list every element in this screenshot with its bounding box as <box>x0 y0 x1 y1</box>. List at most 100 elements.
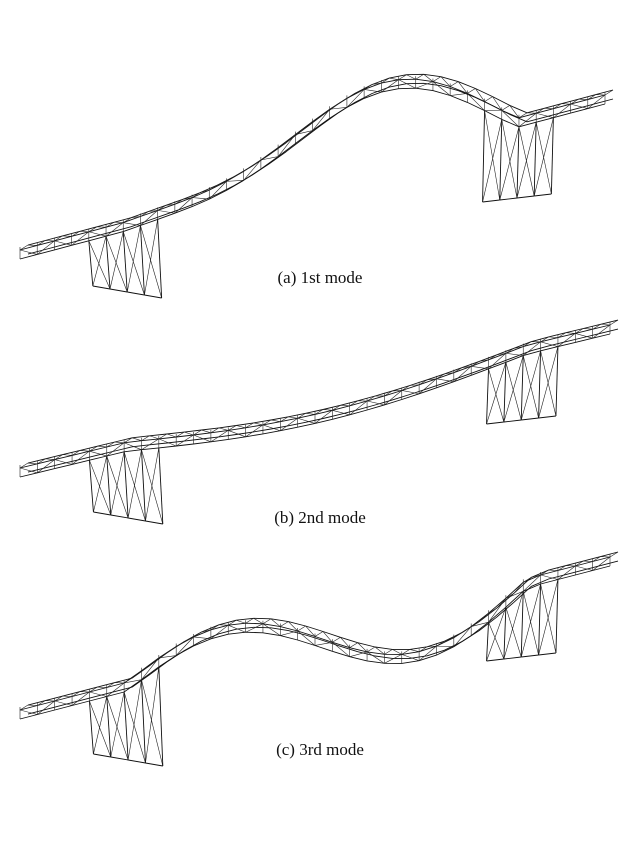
truss-diagonal <box>71 450 90 465</box>
truss-cross-member <box>123 437 133 444</box>
pier-column <box>141 449 146 522</box>
truss-top-bracing <box>478 613 489 622</box>
truss-top-bracing <box>440 76 451 87</box>
truss-diagonal <box>536 112 554 118</box>
truss-top-bracing <box>392 649 402 655</box>
truss-top-bracing <box>97 445 107 448</box>
truss-diagonal <box>471 621 489 627</box>
pier-brace <box>122 231 145 296</box>
truss-diagonal <box>280 417 298 431</box>
pier-base <box>521 417 539 421</box>
truss-cross-member <box>401 649 410 655</box>
pier-base <box>521 654 539 658</box>
truss-top-bracing <box>427 378 437 381</box>
truss-diagonal <box>540 341 559 347</box>
pier-column <box>499 119 503 201</box>
truss-top-bracing <box>322 409 333 411</box>
truss-wireframe <box>19 551 619 720</box>
truss-diagonal <box>349 651 368 657</box>
truss-top-bracing <box>218 427 229 431</box>
pier-2 <box>482 110 554 203</box>
pier-column <box>158 447 164 525</box>
pier-base <box>144 294 162 299</box>
pier-brace <box>123 691 146 764</box>
truss-cross-member <box>54 454 63 460</box>
truss-top-bracing <box>288 621 298 632</box>
truss-cross-member <box>471 361 480 367</box>
truss-top-bracing <box>45 458 55 460</box>
truss-top-bracing <box>565 332 576 334</box>
truss-cross-member <box>484 96 493 102</box>
truss-diagonal <box>54 240 72 246</box>
truss-cross-member <box>570 98 579 105</box>
truss-cross-member <box>71 691 81 697</box>
pier-column <box>533 122 537 197</box>
truss-cross-member <box>105 222 115 228</box>
truss-cross-member <box>193 631 202 638</box>
truss-cross-member <box>228 425 237 431</box>
truss-top-bracing <box>583 328 593 330</box>
truss-diagonal <box>175 636 194 656</box>
pier-base <box>110 514 129 519</box>
pier-base <box>486 421 504 425</box>
truss-top-bracing <box>201 629 211 633</box>
truss-diagonal <box>453 626 472 647</box>
truss-top-bracing <box>479 359 489 362</box>
truss-diagonal <box>277 134 296 157</box>
truss-cross-member <box>295 129 304 135</box>
truss-cross-member <box>536 108 545 114</box>
truss-diagonal <box>505 591 524 599</box>
truss-diagonal <box>193 636 211 640</box>
pier-brace <box>538 346 559 419</box>
truss-diagonal <box>436 378 454 382</box>
truss-top-bracing <box>253 618 264 625</box>
truss-top-bracing <box>374 646 385 655</box>
truss-top-bracing <box>114 441 125 444</box>
truss-top-bracing <box>288 416 298 419</box>
mode-panel-3: (c) 3rd mode <box>0 545 640 785</box>
truss-cross-member <box>88 226 97 233</box>
truss-diagonal <box>176 434 194 447</box>
truss-diagonal <box>592 324 611 339</box>
truss-cross-member <box>210 427 220 434</box>
truss-diagonal <box>19 467 38 474</box>
pier-column <box>538 583 542 656</box>
pier-brace <box>533 117 554 197</box>
bottom-chord-far <box>27 82 614 255</box>
pier-base <box>145 520 163 525</box>
pier-brace <box>520 350 541 421</box>
truss-cross-member <box>312 116 321 122</box>
truss-diagonal <box>295 130 313 135</box>
pier-brace <box>503 591 524 660</box>
truss-top-bracing <box>357 642 368 653</box>
pier-brace <box>540 583 557 654</box>
truss-diagonal <box>54 700 73 706</box>
truss-cross-member <box>592 324 601 330</box>
truss-cross-member <box>37 240 46 246</box>
truss-cross-member <box>505 348 515 354</box>
truss-top-bracing <box>27 462 38 465</box>
pier-brace <box>141 449 164 525</box>
pier-base <box>538 415 556 419</box>
pier-brace <box>505 607 522 658</box>
truss-cross-member <box>19 244 29 251</box>
truss-cross-member <box>297 625 306 632</box>
truss-cross-member <box>432 76 442 82</box>
pier-brace <box>123 451 146 522</box>
pier-brace <box>484 110 501 201</box>
truss-cross-member <box>193 429 202 436</box>
pier-base <box>110 756 129 761</box>
truss-cross-member <box>501 105 510 111</box>
truss-cross-member <box>346 93 356 99</box>
truss-top-bracing <box>406 74 416 80</box>
truss-diagonal <box>557 333 576 347</box>
truss-diagonal <box>124 679 142 684</box>
truss-top-bracing <box>148 210 158 212</box>
truss-cross-member <box>19 462 29 469</box>
pier-column <box>157 219 163 299</box>
truss-cross-member <box>557 332 567 338</box>
truss-cross-member <box>157 205 166 211</box>
mode-caption-3: (c) 3rd mode <box>276 740 364 759</box>
truss-diagonal <box>415 81 434 89</box>
pier-base <box>503 656 522 660</box>
